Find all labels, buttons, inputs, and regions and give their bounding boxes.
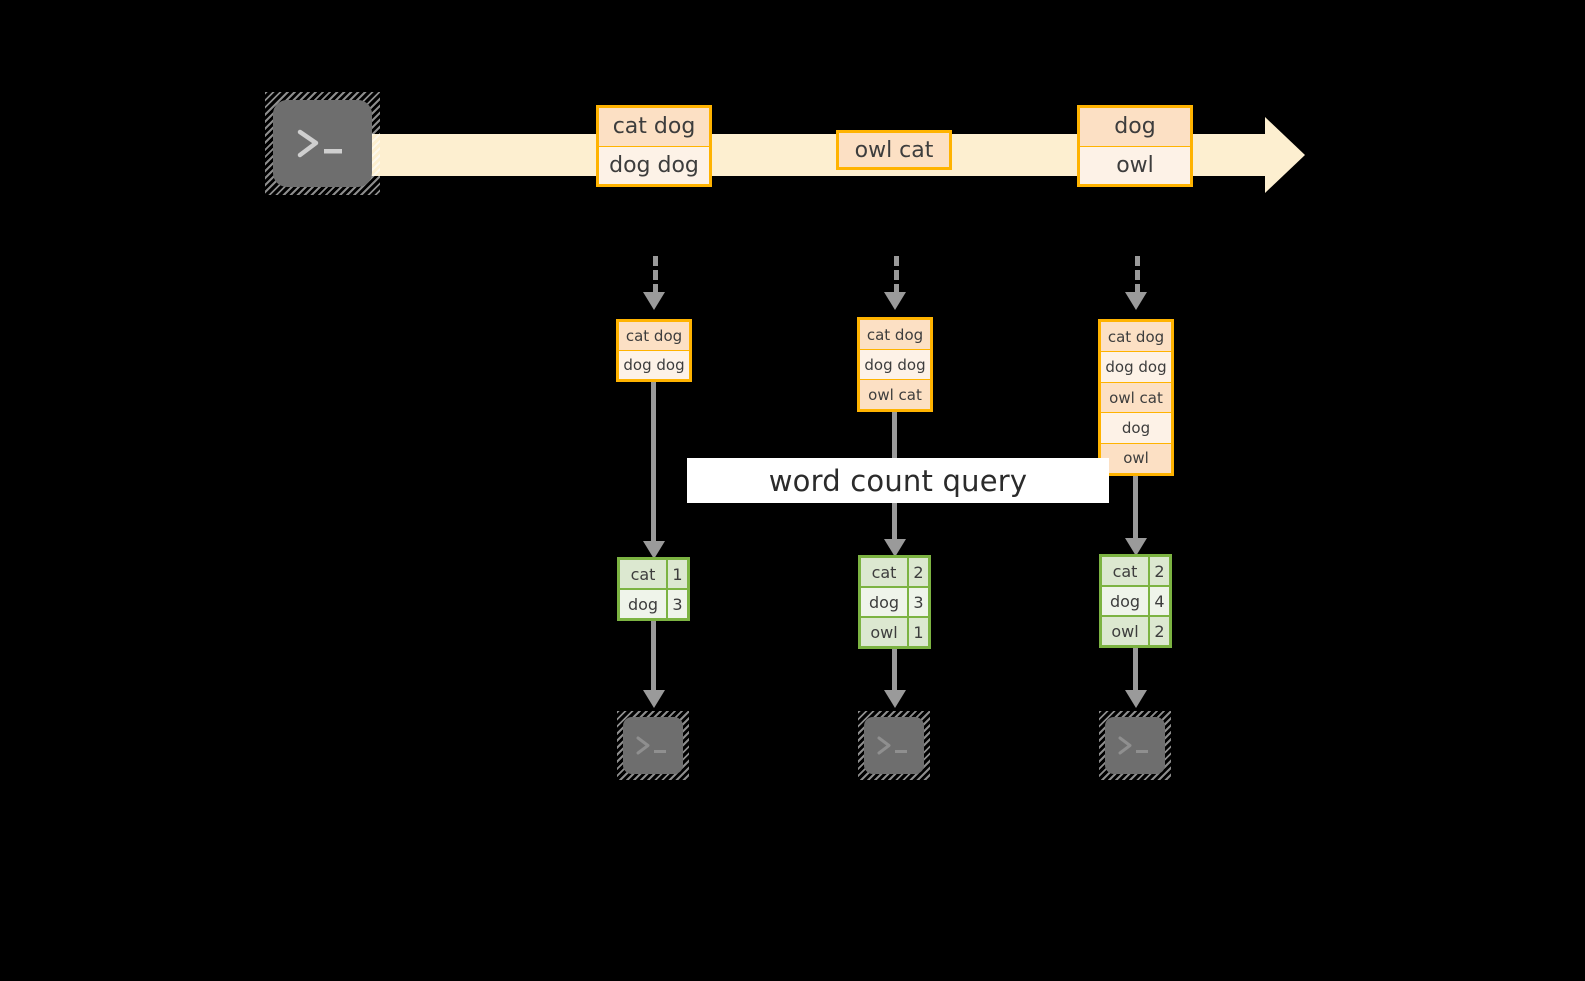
column-1-sink-edge-arrow [643,690,665,708]
column-2-input-box[interactable]: cat dog dog dog owl cat [857,317,933,412]
column-1-sink-edge [651,621,656,696]
word-cell: owl [1102,617,1148,645]
count-cell: 1 [907,618,928,646]
column-1-query-edge-arrow [643,541,665,559]
count-cell: 3 [666,590,687,618]
table-row: dog 3 [861,586,928,616]
word-cell: dog [1102,587,1148,615]
snapshot-connector-arrow-3 [1125,292,1147,310]
column-3-query-edge [1133,476,1138,544]
column-3-query-edge-arrow [1125,538,1147,556]
table-row: dog 4 [1102,585,1169,615]
stream-event-line: owl [1080,145,1190,184]
column-1-input-box[interactable]: cat dog dog dog [616,319,692,382]
stream-event-2[interactable]: owl cat [836,130,952,170]
column-3-result-table[interactable]: cat 2 dog 4 owl 2 [1099,554,1172,648]
table-row: cat 2 [1102,557,1169,585]
word-cell: cat [620,560,666,588]
snapshot-connector-2 [894,256,899,294]
count-cell: 4 [1148,587,1169,615]
word-cell: cat [861,558,907,586]
input-line: dog [1101,412,1171,443]
input-line: owl [1101,442,1171,474]
stream-event-line: dog [1080,108,1190,146]
column-3-sink-terminal-icon[interactable] [1099,711,1171,780]
input-line: cat dog [1101,322,1171,352]
terminal-body [864,717,924,774]
count-cell: 3 [907,588,928,616]
count-cell: 2 [907,558,928,586]
word-cell: cat [1102,557,1148,585]
input-line: cat dog [619,322,689,350]
column-2-sink-edge [892,649,897,696]
table-row: owl 2 [1102,615,1169,645]
query-label-banner: word count query [687,458,1109,503]
column-2-result-table[interactable]: cat 2 dog 3 owl 1 [858,555,931,649]
stream-event-line: owl cat [839,133,949,167]
input-line: owl cat [860,379,930,409]
input-line: dog dog [1101,351,1171,382]
stream-event-line: cat dog [599,108,709,146]
column-3-input-box[interactable]: cat dog dog dog owl cat dog owl [1098,319,1174,476]
column-3-sink-edge [1133,648,1138,696]
column-2-sink-terminal-icon[interactable] [858,711,930,780]
word-cell: dog [861,588,907,616]
input-line: owl cat [1101,381,1171,413]
table-row: cat 1 [620,560,687,588]
stream-event-3[interactable]: dog owl [1077,105,1193,187]
input-line: dog dog [619,350,689,379]
count-cell: 2 [1148,617,1169,645]
query-label-text: word count query [768,463,1028,498]
snapshot-connector-arrow-2 [884,292,906,310]
input-line: dog dog [860,349,930,379]
terminal-body [623,717,683,774]
source-terminal-icon[interactable] [265,92,380,195]
count-cell: 2 [1148,557,1169,585]
terminal-body [273,100,372,187]
column-2-query-edge-arrow [884,539,906,557]
snapshot-connector-3 [1135,256,1140,294]
table-row: dog 3 [620,588,687,618]
snapshot-connector-1 [653,256,658,294]
word-cell: dog [620,590,666,618]
table-row: owl 1 [861,616,928,646]
table-row: cat 2 [861,558,928,586]
column-2-sink-edge-arrow [884,690,906,708]
column-1-result-table[interactable]: cat 1 dog 3 [617,557,690,621]
column-3-sink-edge-arrow [1125,690,1147,708]
count-cell: 1 [666,560,687,588]
snapshot-connector-arrow-1 [643,292,665,310]
input-line: cat dog [860,320,930,349]
terminal-body [1105,717,1165,774]
column-1-sink-terminal-icon[interactable] [617,711,689,780]
column-1-query-edge [651,382,656,547]
stream-event-1[interactable]: cat dog dog dog [596,105,712,187]
stream-event-line: dog dog [599,145,709,184]
word-cell: owl [861,618,907,646]
stream-arrowhead [1265,117,1305,193]
